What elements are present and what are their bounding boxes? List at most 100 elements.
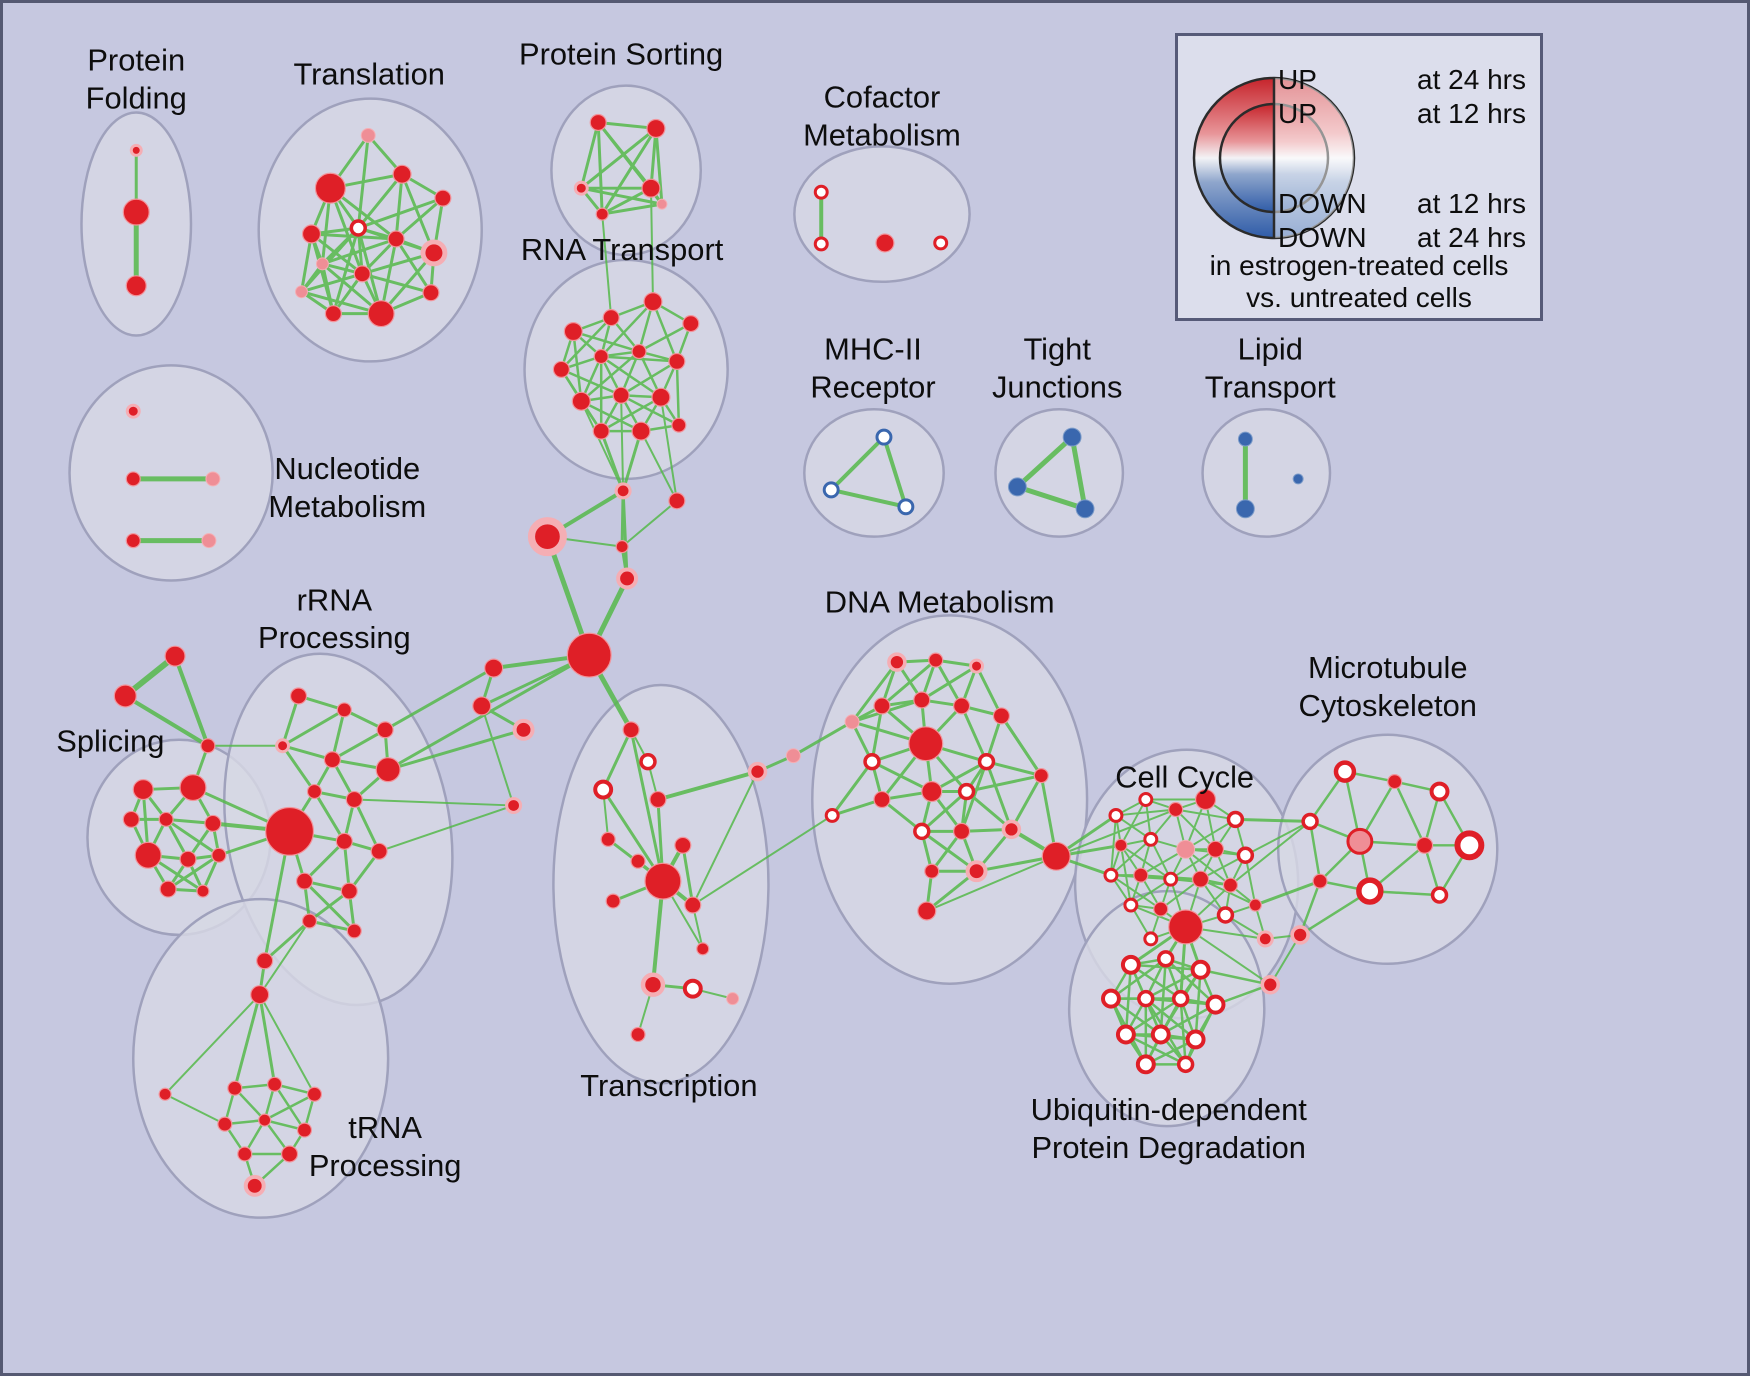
node-tr14[interactable] bbox=[422, 284, 440, 302]
node-ub5[interactable] bbox=[1137, 989, 1155, 1008]
node-tn2[interactable] bbox=[158, 1087, 172, 1101]
node-cy8[interactable] bbox=[1176, 839, 1196, 859]
node-lt2[interactable] bbox=[1235, 499, 1255, 519]
node-st3[interactable] bbox=[200, 738, 216, 754]
node-cy15[interactable] bbox=[1222, 877, 1239, 893]
node-tc15[interactable] bbox=[696, 942, 710, 956]
node-tc14[interactable] bbox=[605, 893, 621, 909]
node-tr6[interactable] bbox=[349, 219, 367, 237]
node-sp2[interactable] bbox=[179, 774, 207, 802]
node-rt1[interactable] bbox=[563, 322, 583, 342]
node-tc11[interactable] bbox=[630, 853, 646, 869]
node-st2[interactable] bbox=[113, 684, 137, 708]
node-lt3[interactable] bbox=[1292, 473, 1304, 485]
node-ps3[interactable] bbox=[573, 180, 589, 196]
node-sp3[interactable] bbox=[122, 810, 140, 828]
node-rr3[interactable] bbox=[376, 721, 394, 739]
node-dm8[interactable] bbox=[992, 707, 1011, 725]
node-tj1[interactable] bbox=[1062, 427, 1082, 447]
node-tr13[interactable] bbox=[324, 305, 342, 323]
node-tn9[interactable] bbox=[237, 1146, 253, 1162]
node-cy19[interactable] bbox=[1216, 906, 1235, 924]
node-tr11[interactable] bbox=[295, 285, 308, 299]
node-cy22[interactable] bbox=[1256, 930, 1274, 948]
node-tc20[interactable] bbox=[747, 761, 768, 782]
node-ub6[interactable] bbox=[1171, 989, 1190, 1008]
node-dm4[interactable] bbox=[844, 714, 860, 730]
node-cy6[interactable] bbox=[1114, 838, 1128, 852]
node-dm5[interactable] bbox=[873, 697, 891, 715]
node-tn5[interactable] bbox=[306, 1086, 323, 1102]
node-tc6[interactable] bbox=[593, 779, 614, 800]
node-cy17[interactable] bbox=[1153, 901, 1169, 917]
node-dm7[interactable] bbox=[953, 697, 971, 715]
node-cy12[interactable] bbox=[1133, 867, 1149, 883]
node-tc13[interactable] bbox=[684, 896, 702, 914]
node-cf4[interactable] bbox=[933, 235, 949, 251]
node-rt13[interactable] bbox=[631, 421, 651, 441]
node-ps6[interactable] bbox=[656, 198, 668, 210]
node-tr3[interactable] bbox=[392, 164, 412, 184]
node-tc2[interactable] bbox=[472, 696, 492, 716]
node-dm18[interactable] bbox=[953, 822, 971, 840]
node-ps2[interactable] bbox=[646, 118, 666, 139]
node-rr4[interactable] bbox=[275, 738, 291, 754]
node-cf1[interactable] bbox=[813, 184, 829, 200]
node-cy13[interactable] bbox=[1163, 871, 1179, 887]
node-cy2[interactable] bbox=[1138, 792, 1154, 807]
node-rt11[interactable] bbox=[651, 387, 671, 407]
node-cy11[interactable] bbox=[1103, 867, 1119, 883]
node-rr5[interactable] bbox=[323, 751, 341, 769]
node-mc11[interactable] bbox=[1290, 925, 1310, 945]
node-tc21[interactable] bbox=[785, 748, 801, 764]
node-tc18[interactable] bbox=[726, 992, 740, 1006]
node-cc3[interactable] bbox=[527, 517, 567, 557]
node-ub9[interactable] bbox=[1150, 1024, 1171, 1045]
node-cy21[interactable] bbox=[1143, 931, 1159, 947]
node-rt14[interactable] bbox=[671, 417, 687, 433]
node-rr9[interactable] bbox=[265, 806, 315, 856]
node-tc12[interactable] bbox=[644, 862, 682, 900]
node-rt8[interactable] bbox=[668, 352, 686, 370]
node-tc7[interactable] bbox=[649, 790, 667, 809]
node-sp10[interactable] bbox=[196, 884, 210, 898]
node-rt7[interactable] bbox=[631, 343, 647, 360]
node-cy1[interactable] bbox=[1108, 807, 1124, 823]
node-pf2[interactable] bbox=[122, 198, 150, 226]
node-cy14[interactable] bbox=[1192, 870, 1210, 888]
node-mc6[interactable] bbox=[1416, 836, 1434, 854]
node-cy7[interactable] bbox=[1143, 831, 1159, 847]
node-nm1[interactable] bbox=[125, 403, 141, 419]
node-tr12[interactable] bbox=[367, 300, 395, 328]
node-tc1[interactable] bbox=[484, 658, 504, 678]
node-ch1[interactable] bbox=[1041, 841, 1071, 871]
node-sp4[interactable] bbox=[158, 811, 174, 827]
node-tj3[interactable] bbox=[1075, 499, 1095, 519]
node-rr15[interactable] bbox=[346, 923, 362, 939]
node-lt1[interactable] bbox=[1237, 431, 1253, 447]
node-dm16[interactable] bbox=[824, 807, 840, 823]
node-cy10[interactable] bbox=[1236, 846, 1255, 864]
node-rt2[interactable] bbox=[602, 309, 620, 327]
node-rr2[interactable] bbox=[336, 702, 352, 718]
node-sp6[interactable] bbox=[134, 841, 162, 869]
node-ub8[interactable] bbox=[1115, 1024, 1136, 1045]
node-mh3[interactable] bbox=[897, 498, 915, 516]
node-ub1[interactable] bbox=[1120, 954, 1141, 975]
node-sp5[interactable] bbox=[204, 814, 222, 832]
node-ub7[interactable] bbox=[1205, 994, 1226, 1015]
node-dm15[interactable] bbox=[957, 782, 976, 801]
node-mh1[interactable] bbox=[875, 428, 893, 446]
node-mc1[interactable] bbox=[1333, 760, 1357, 783]
node-rr13[interactable] bbox=[340, 882, 358, 900]
node-tr8[interactable] bbox=[420, 239, 448, 267]
node-dm3[interactable] bbox=[969, 658, 985, 674]
node-mc8[interactable] bbox=[1312, 873, 1328, 889]
node-sp9[interactable] bbox=[159, 880, 177, 898]
node-pf3[interactable] bbox=[125, 275, 147, 297]
node-dm11[interactable] bbox=[977, 752, 996, 771]
node-tc3[interactable] bbox=[512, 718, 535, 741]
node-cy4[interactable] bbox=[1194, 788, 1217, 811]
node-tn3[interactable] bbox=[227, 1080, 243, 1096]
node-ps5[interactable] bbox=[595, 207, 609, 221]
